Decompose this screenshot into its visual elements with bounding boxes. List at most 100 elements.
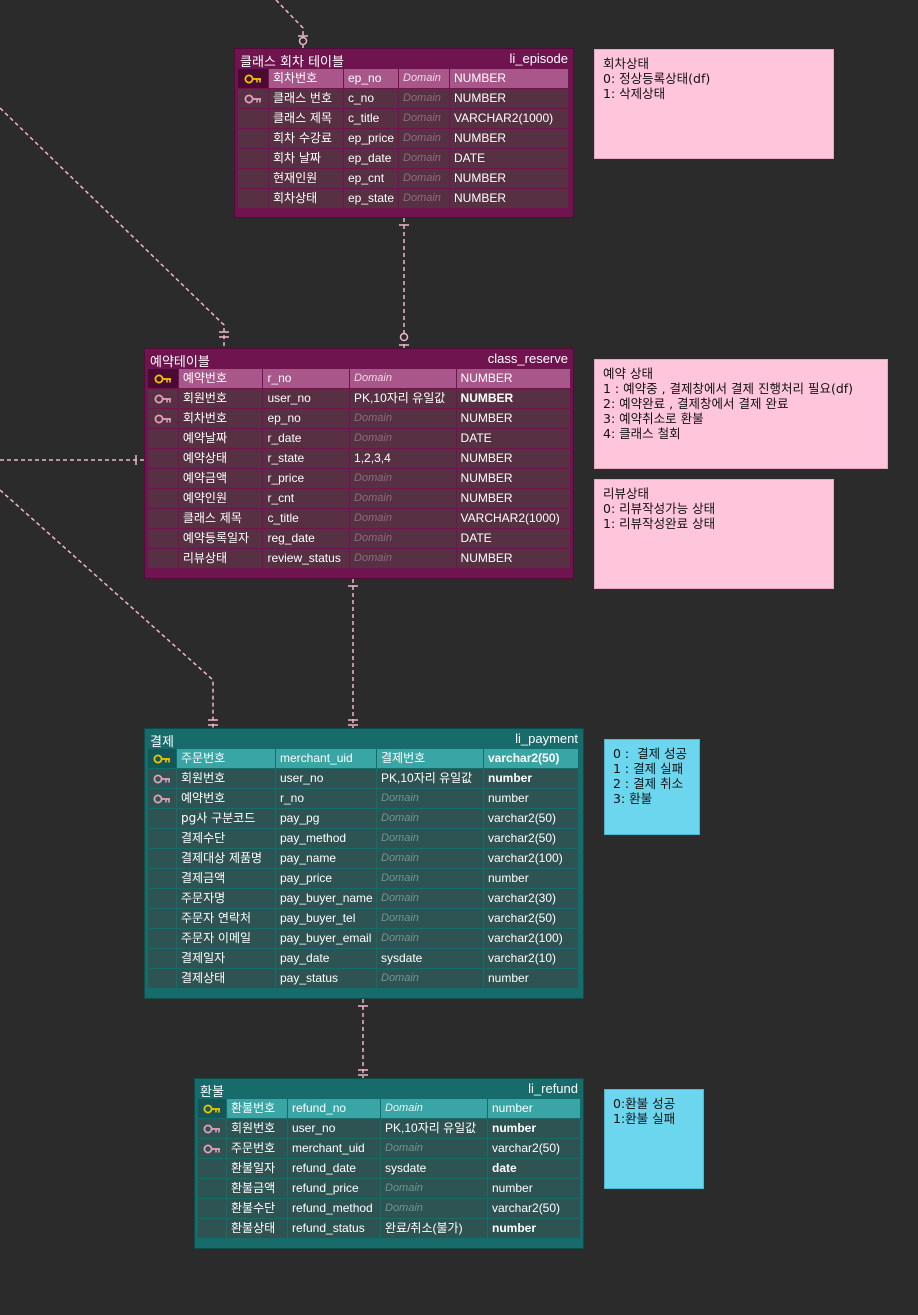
column-logical-name: 리뷰상태 [178, 549, 263, 568]
key-slot [148, 909, 176, 928]
column-physical-name: refund_date [288, 1159, 380, 1178]
primary-key-icon [198, 1099, 226, 1118]
column-domain: Domain [350, 489, 456, 508]
foreign-key-icon [148, 769, 176, 788]
column-domain: Domain [377, 929, 483, 948]
column-physical-name: pay_status [276, 969, 376, 988]
column-physical-name: merchant_uid [276, 749, 376, 768]
key-slot [148, 529, 178, 548]
key-slot [148, 949, 176, 968]
column-domain: Domain [399, 189, 449, 208]
column-data-type: NUMBER [456, 389, 570, 408]
key-slot [148, 869, 176, 888]
key-slot [148, 509, 178, 528]
column-domain: Domain [381, 1179, 487, 1198]
key-slot [148, 489, 178, 508]
foreign-key-icon [148, 409, 178, 428]
column-data-type: number [484, 769, 578, 788]
column-physical-name: refund_method [288, 1199, 380, 1218]
column-logical-name: 예약상태 [178, 449, 263, 468]
foreign-key-icon [198, 1139, 226, 1158]
column-data-type: varchar2(50) [488, 1199, 580, 1218]
column-physical-name: ep_state [344, 189, 398, 208]
note-refund-status[interactable]: 0:환불 성공 1:환불 실패 [604, 1089, 704, 1189]
table-logical-name: 예약테이블 [150, 355, 210, 370]
column-domain: Domain [350, 509, 456, 528]
table-header: 클래스 회차 테이블 li_episode [235, 49, 573, 70]
primary-key-icon [148, 369, 178, 388]
key-slot [148, 889, 176, 908]
column-logical-name: 클래스 제목 [178, 509, 263, 528]
column-data-type: NUMBER [450, 189, 568, 208]
column-physical-name: r_price [263, 469, 350, 488]
column-physical-name: pay_buyer_name [276, 889, 376, 908]
column-data-type: NUMBER [450, 89, 568, 108]
key-slot [198, 1159, 226, 1178]
column-data-type: VARCHAR2(1000) [456, 509, 570, 528]
table-physical-name: li_payment [515, 731, 578, 746]
column-data-type: varchar2(10) [484, 949, 578, 968]
table-header: 환불 li_refund [195, 1079, 583, 1100]
note-review-status[interactable]: 리뷰상태 0: 리뷰작성가능 상태 1: 리뷰작성완료 상태 [594, 479, 834, 589]
column-logical-name: 주문자명 [177, 889, 275, 908]
column-domain: 완료/취소(불가) [381, 1219, 487, 1238]
column-logical-name: 클래스 제목 [269, 109, 343, 128]
column-data-type: varchar2(50) [484, 809, 578, 828]
note-payment-status[interactable]: 0 : 결제 성공 1 : 결제 실패 2 : 결제 취소 3: 환불 [604, 739, 700, 835]
column-logical-name: 회차 수강료 [269, 129, 343, 148]
column-logical-name: 클래스 번호 [269, 89, 343, 108]
column-physical-name: ep_no [263, 409, 350, 428]
column-domain: Domain [399, 149, 449, 168]
column-data-type: NUMBER [456, 369, 570, 388]
note-episode-status[interactable]: 회차상태 0: 정상등록상태(df) 1: 삭제상태 [594, 49, 834, 159]
column-logical-name: 회차번호 [269, 69, 343, 88]
key-slot [148, 469, 178, 488]
column-data-type: NUMBER [456, 489, 570, 508]
note-reserve-status[interactable]: 예약 상태 1 : 예약중 , 결제창에서 결제 진행처리 필요(df) 2: … [594, 359, 888, 469]
column-data-type: number [484, 969, 578, 988]
column-domain: Domain [377, 789, 483, 808]
key-slot [198, 1179, 226, 1198]
